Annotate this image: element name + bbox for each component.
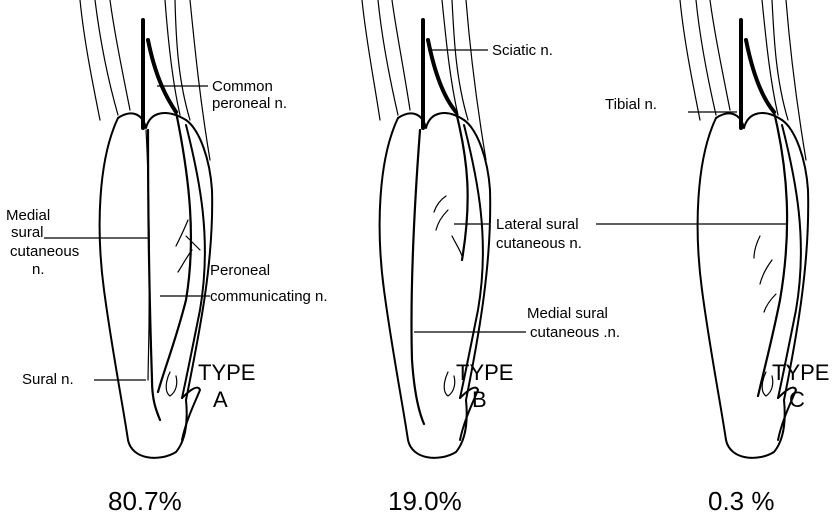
label-medial-sural-b-line1: Medial sural — [527, 305, 608, 322]
type-c-letter: C — [789, 387, 805, 412]
label-common-peroneal-line1: Common — [212, 78, 273, 95]
panel-type-a: Common peroneal n. Medial sural cutaneou… — [6, 0, 328, 516]
label-medial-sural-line1: Medial — [6, 207, 50, 224]
label-lateral-sural-line2: cutaneous n. — [496, 235, 582, 252]
leg-b-illustration — [362, 0, 490, 458]
label-peroneal-communicating-line1: Peroneal — [210, 262, 270, 279]
label-tibial-nerve: Tibial n. — [605, 96, 657, 113]
type-a-word: TYPE — [198, 360, 255, 385]
type-b-word: TYPE — [456, 360, 513, 385]
type-a-letter: A — [213, 387, 228, 412]
label-lateral-sural-line1: Lateral sural — [496, 216, 579, 233]
percent-type-b: 19.0% — [388, 486, 462, 516]
label-medial-sural-line2: sural — [11, 224, 44, 241]
label-medial-sural-line4: n. — [32, 261, 45, 278]
panel-type-b: Sciatic n. Lateral sural cutaneous n. Me… — [362, 0, 786, 516]
label-common-peroneal-line2: peroneal n. — [212, 95, 287, 112]
panel-type-c: Tibial n. TYPE C 0.3 % — [605, 0, 829, 516]
label-sciatic-nerve: Sciatic n. — [492, 42, 553, 59]
label-sural-nerve: Sural n. — [22, 371, 74, 388]
percent-type-c: 0.3 % — [708, 486, 775, 516]
label-medial-sural-line3: cutaneous — [10, 243, 79, 260]
type-b-letter: B — [472, 387, 487, 412]
percent-type-a: 80.7% — [108, 486, 182, 516]
label-peroneal-communicating-line2: communicating n. — [210, 288, 328, 305]
type-c-word: TYPE — [772, 360, 829, 385]
label-medial-sural-b-line2: cutaneous .n. — [530, 324, 620, 341]
leg-a-illustration — [80, 0, 212, 458]
